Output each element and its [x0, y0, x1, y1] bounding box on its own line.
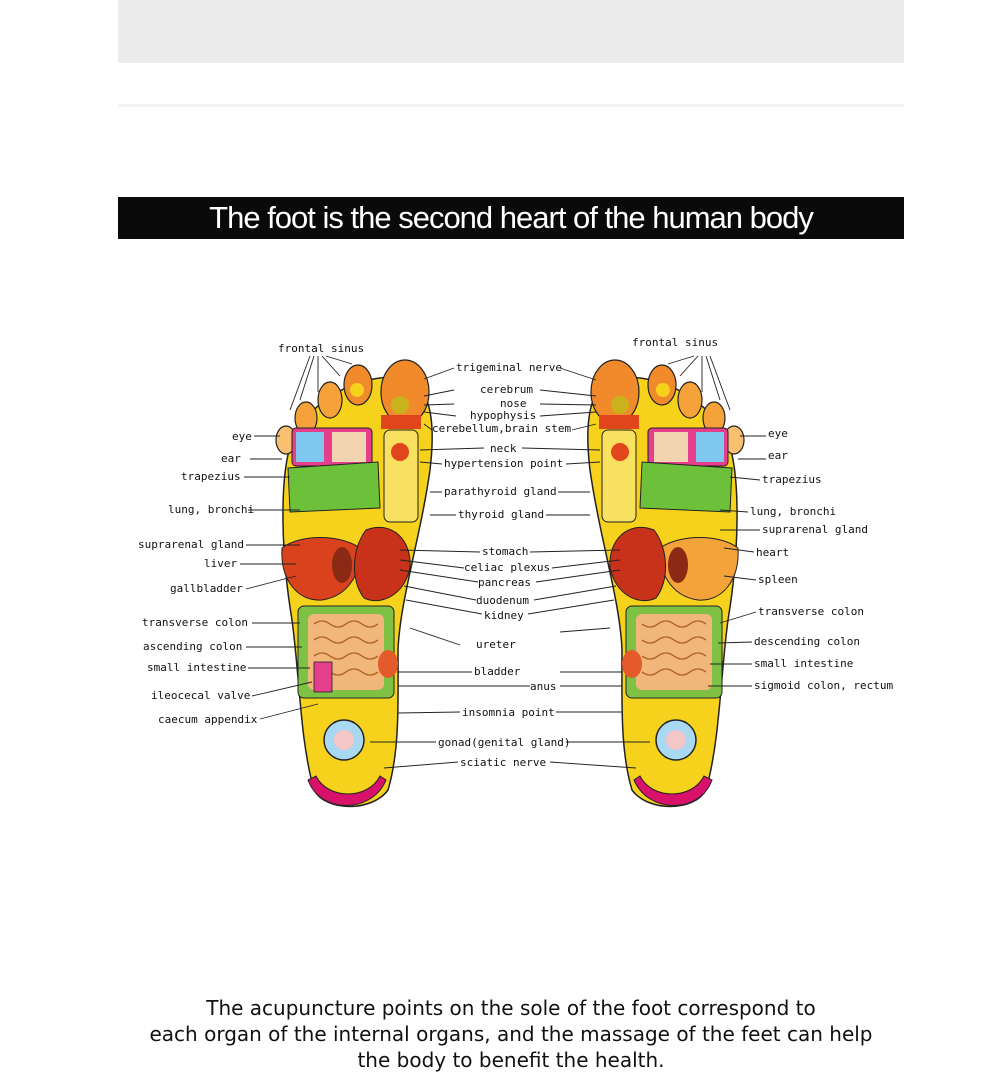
- label-left-small-intestine: small intestine: [147, 661, 246, 674]
- label-right-heart: heart: [756, 546, 789, 559]
- label-left-trapezius: trapezius: [181, 470, 241, 483]
- label-right-trapezius: trapezius: [762, 473, 822, 486]
- label-pancreas: pancreas: [478, 576, 531, 589]
- label-right-sigmoid-colon-rectum: sigmoid colon, rectum: [754, 679, 893, 692]
- left-foot: [275, 359, 433, 808]
- label-duodenum: duodenum: [476, 594, 529, 607]
- label-thyroid-gland: thyroid gland: [458, 508, 544, 521]
- label-hypophysis: hypophysis: [470, 409, 536, 422]
- label-stomach: stomach: [482, 545, 528, 558]
- label-right-descending-colon: descending colon: [754, 635, 860, 648]
- label-left-transverse-colon: transverse colon: [142, 616, 248, 629]
- label-right-suprarenal-gland: suprarenal gland: [762, 523, 868, 536]
- title-bar: The foot is the second heart of the huma…: [118, 197, 904, 239]
- label-hypertension-point: hypertension point: [444, 457, 563, 470]
- left-heel-sciatic: [307, 775, 387, 806]
- label-ureter: ureter: [476, 638, 516, 651]
- caption-line-3: the body to benefit the health.: [357, 1048, 665, 1072]
- label-parathyroid-gland: parathyroid gland: [444, 485, 557, 498]
- label-left-lung-bronchi: lung, bronchi: [168, 503, 254, 516]
- label-left-eye: eye: [232, 430, 252, 443]
- label-left-liver: liver: [204, 557, 237, 570]
- label-left-gallbladder: gallbladder: [170, 582, 243, 595]
- label-left-caecum-appendix: caecum appendix: [158, 713, 258, 726]
- label-right-frontal-sinus: frontal sinus: [632, 336, 718, 349]
- top-gray-band: [118, 0, 904, 63]
- label-right-lung-bronchi: lung, bronchi: [750, 505, 836, 518]
- label-left-suprarenal-gland: suprarenal gland: [138, 538, 244, 551]
- left-toe-3: [317, 381, 343, 419]
- label-right-spleen: spleen: [758, 573, 798, 586]
- label-neck: neck: [490, 442, 517, 455]
- divider-line: [118, 104, 904, 107]
- label-left-ileocecal-valve: ileocecal valve: [151, 689, 250, 702]
- label-left-frontal-sinus: frontal sinus: [278, 342, 364, 355]
- right-foot: [587, 359, 745, 808]
- left-big-toe: [380, 359, 430, 425]
- label-celiac-plexus: celiac plexus: [464, 561, 550, 574]
- caption: The acupuncture points on the sole of th…: [118, 995, 904, 1073]
- label-right-transverse-colon: transverse colon: [758, 605, 864, 618]
- caption-line-2: each organ of the internal organs, and t…: [149, 1022, 873, 1046]
- label-cerebrum: cerebrum: [480, 383, 533, 396]
- label-anus: anus: [530, 680, 557, 693]
- label-left-ascending-colon: ascending colon: [143, 640, 242, 653]
- label-right-small-intestine: small intestine: [754, 657, 853, 670]
- label-bladder: bladder: [474, 665, 521, 678]
- label-nose: nose: [500, 397, 527, 410]
- label-insomnia-point: insomnia point: [462, 706, 555, 719]
- label-right-eye: eye: [768, 427, 788, 440]
- label-cerebellum-brain-stem: cerebellum,brain stem: [432, 422, 571, 435]
- label-right-ear: ear: [768, 449, 788, 462]
- label-sciatic-nerve: sciatic nerve: [460, 756, 546, 769]
- label-trigeminal-nerve: trigeminal nerve: [456, 361, 562, 374]
- page-title: The foot is the second heart of the huma…: [209, 200, 814, 235]
- leader-lines: [240, 355, 766, 769]
- label-left-ear: ear: [221, 452, 241, 465]
- label-gonad: gonad(genital gland): [438, 736, 570, 749]
- caption-line-1: The acupuncture points on the sole of th…: [206, 996, 816, 1020]
- label-kidney: kidney: [484, 609, 524, 622]
- foot-reflexology-diagram: frontal sinus eye ear trapezius lung, br…: [118, 240, 904, 895]
